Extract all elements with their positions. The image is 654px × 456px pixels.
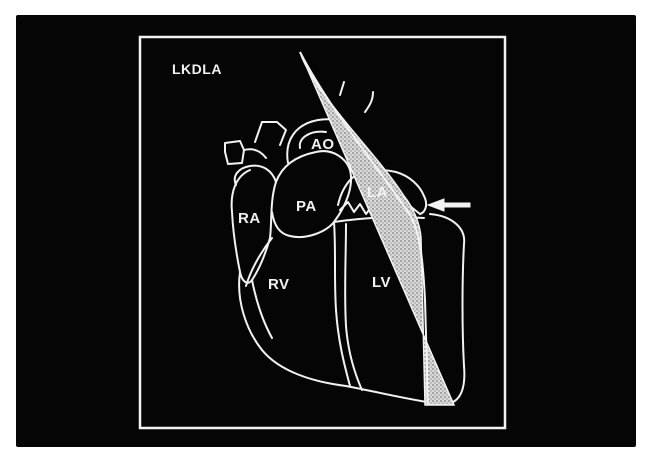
aorta-label: AO (311, 137, 335, 152)
svc-outline (255, 122, 286, 145)
septum-inner (345, 224, 362, 390)
pulmonary-artery-label: PA (296, 199, 317, 214)
arrow-left-icon (428, 199, 470, 211)
vessel-right-top (365, 92, 373, 112)
view-label: LKDLA (172, 62, 222, 76)
pulmonary-artery-outline (272, 151, 351, 237)
vessel-branch-mid (244, 149, 266, 158)
left-atrium-label: LA (367, 185, 388, 200)
right-ventricle-label: RV (268, 277, 290, 292)
vessel-top (340, 82, 344, 95)
imaging-plane (300, 52, 454, 405)
right-atrium-label: RA (238, 211, 261, 226)
left-ventricle-label: LV (372, 275, 391, 290)
ventricular-septum (334, 222, 350, 386)
vessel-branch-left (225, 141, 244, 164)
